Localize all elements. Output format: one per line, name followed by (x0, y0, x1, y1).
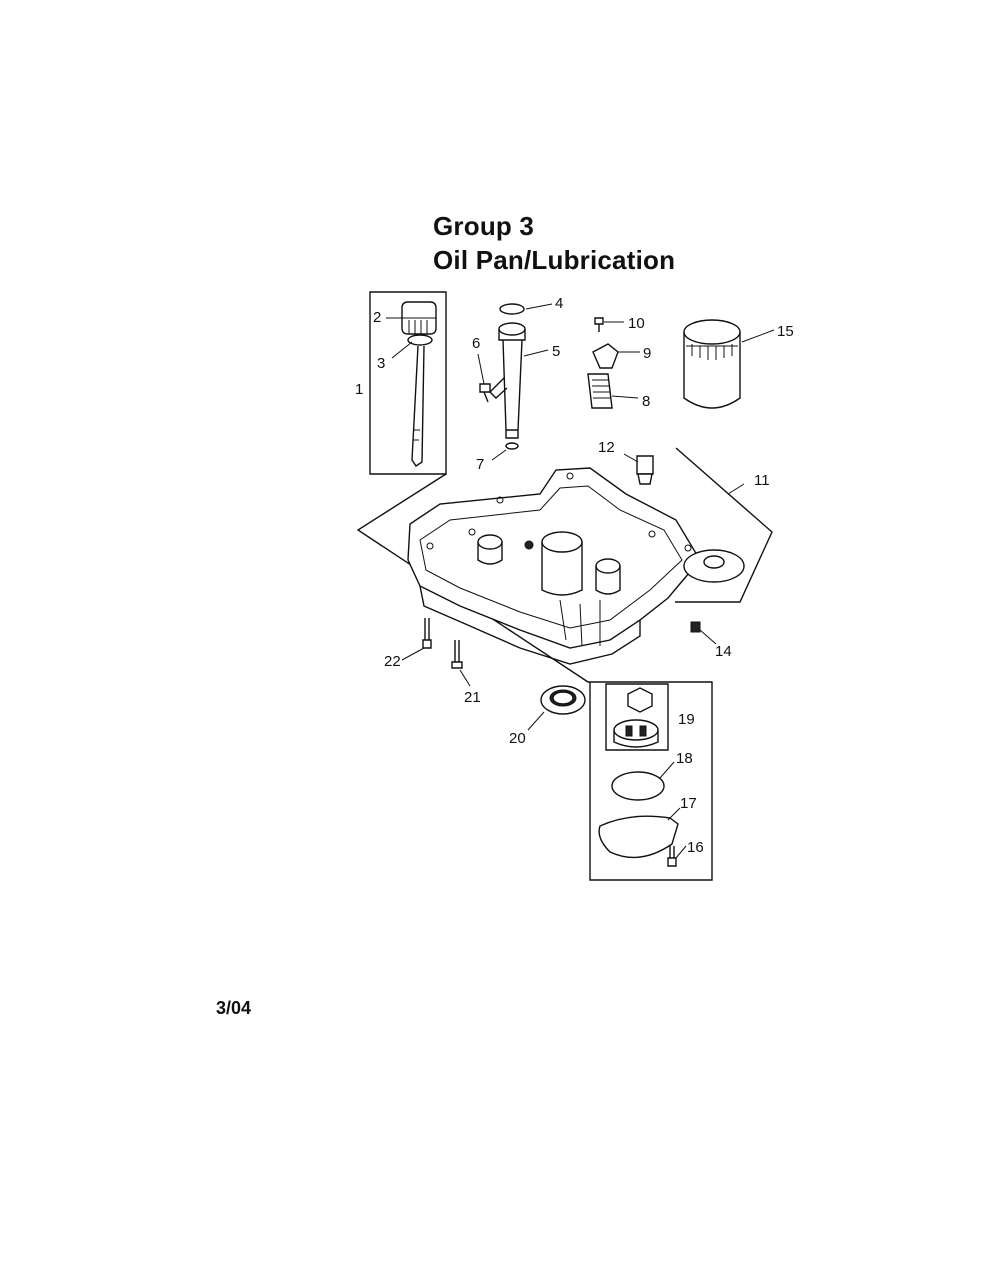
fitting-part (690, 621, 701, 633)
callout-18: 18 (676, 750, 693, 767)
callout-16: 16 (687, 839, 704, 856)
pump-oring-part (611, 771, 665, 801)
callout-7: 7 (476, 456, 484, 473)
pan-screw-long-part (422, 618, 432, 649)
callout-21: 21 (464, 689, 481, 706)
drain-plug-part (636, 455, 654, 485)
callout-11: 11 (754, 472, 770, 489)
callout-6: 6 (472, 335, 480, 352)
dipstick-tube-part (489, 322, 526, 439)
pump-cover-part (598, 815, 679, 859)
diagram-section-title: Oil Pan/Lubrication (433, 245, 676, 275)
oil-filter-part (683, 319, 741, 409)
callout-10: 10 (628, 315, 645, 332)
pan-screw-part (451, 640, 463, 669)
oil-pan-part (407, 467, 745, 665)
tube-top-oring-part (499, 303, 525, 315)
callout-14: 14 (715, 643, 732, 660)
breather-filter-part (587, 373, 613, 409)
callout-15: 15 (777, 323, 794, 340)
callout-2: 2 (373, 309, 381, 326)
oil-pump-part (613, 687, 659, 748)
callout-4: 4 (555, 295, 563, 312)
breather-screw-part (594, 317, 604, 332)
leader-lines (386, 303, 775, 859)
cover-screw-part (667, 846, 677, 867)
oil-pan-group-bracket (356, 447, 773, 881)
oil-seal-part (540, 685, 586, 715)
oil-pump-box (605, 683, 669, 751)
tube-bottom-oring-part (505, 442, 519, 450)
dipstick-oring-part (407, 334, 433, 346)
dipstick-cap-part (401, 301, 437, 335)
callout-17: 17 (680, 795, 697, 812)
callout-8: 8 (642, 393, 650, 410)
callout-3: 3 (377, 355, 385, 372)
callout-9: 9 (643, 345, 651, 362)
dipstick-part (411, 345, 425, 467)
revision-date: 3/04 (216, 998, 252, 1018)
tube-screw-part (479, 383, 491, 403)
callout-1: 1 (355, 381, 363, 398)
callout-20: 20 (509, 730, 526, 747)
callout-12: 12 (598, 439, 615, 456)
callout-19: 19 (678, 711, 695, 728)
callout-22: 22 (384, 653, 401, 670)
breather-clamp-part (592, 343, 619, 369)
callout-5: 5 (552, 343, 560, 360)
diagram-group-title: Group 3 (433, 211, 535, 241)
